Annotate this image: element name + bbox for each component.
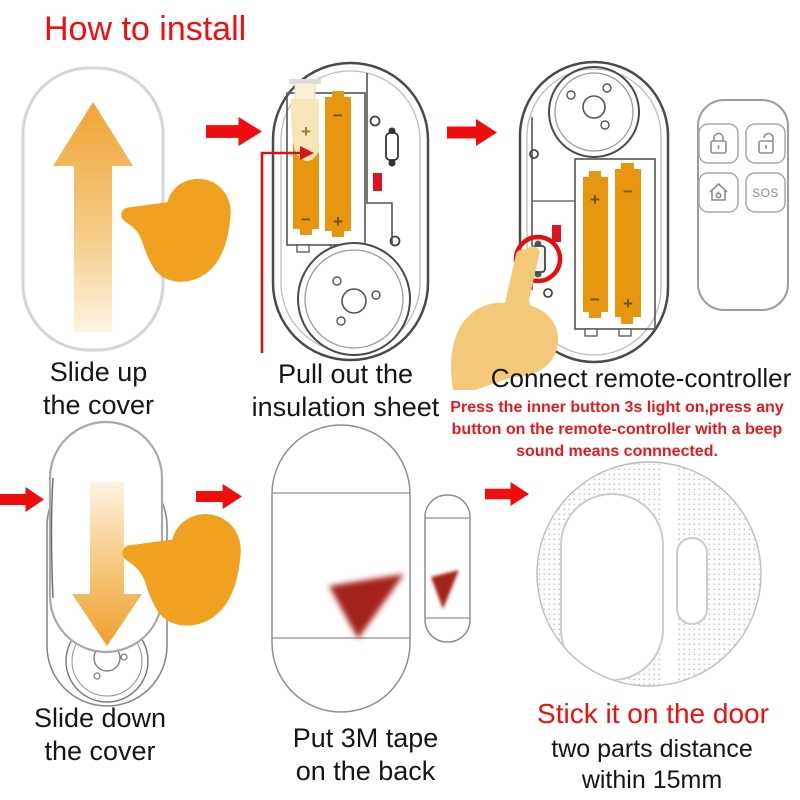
led-icon [552,225,561,242]
step4-caption: Slide down the cover [33,703,167,766]
hand-icon [121,178,231,282]
red-arrow-icon [0,487,44,512]
step5-illustration [271,424,471,713]
pairing-button [531,240,546,278]
side-switch [385,127,399,167]
device-back-shape [46,465,168,707]
magnet-shape [676,537,708,625]
highlight-circle [513,234,563,284]
step5-caption: Put 3M tape on the back [292,723,439,786]
battery-icon: − + [615,163,641,324]
door-gap [662,463,678,685]
tape-triangle-icon [431,570,459,609]
down-arrow-icon [72,482,142,646]
step1-illustration [21,66,231,352]
sensor-body-shape [560,493,664,681]
page-title: How to install [44,10,247,48]
tape-triangle-icon [329,574,404,639]
remote-body [697,99,789,311]
sos-button-label: SOS [752,186,779,200]
battery-bay [574,158,656,330]
svg-text:+: + [590,190,600,209]
step6-illustration [536,461,762,687]
home-icon [709,182,728,201]
battery-icon: + − [583,171,608,318]
red-arrow-icon [485,482,529,506]
speaker-icon [65,619,149,703]
step3-note: Press the inner button 3s light on,press… [450,399,784,460]
sos-button [745,172,786,213]
unlock-icon [758,132,774,154]
led-icon [373,173,382,191]
svg-text:−: − [333,106,343,125]
step2-illustration: − − + + [271,61,430,362]
insulation-sheet: + [289,79,321,162]
device-back-shape [518,60,670,364]
step3-illustration: + − − + [451,60,670,390]
cover-shape [21,66,165,352]
speaker-icon [297,242,411,356]
screw-icon [389,235,401,247]
step6-caption-highlight: Stick it on the door [537,698,769,729]
step4-illustration [46,420,241,707]
red-arrow-icon [447,119,497,146]
battery-icon: − + [325,91,351,237]
screw-icon [529,149,539,159]
step1-caption: Slide up the cover [42,357,155,420]
step3-caption: Connect remote-controller [490,363,792,393]
svg-text:+: + [333,212,343,231]
sensor-body-shape [271,424,411,713]
lock-icon [710,132,727,154]
battery-bay [286,92,366,246]
speaker-icon [548,66,640,158]
pointer-line-icon [260,146,314,353]
step6-caption: two parts distance within 15mm [551,735,753,794]
svg-text:−: − [301,210,311,229]
screw-icon [369,115,381,127]
door-zoom-circle [536,461,762,687]
red-arrow-icon [206,117,262,146]
screw-icon [543,288,553,298]
device-back-shape [271,61,430,362]
svg-text:+: + [301,122,311,141]
magnet-shape [424,494,471,643]
battery-icon: − [293,101,319,235]
up-arrow-icon [53,102,133,332]
step2-caption: Pull out the insulation sheet [251,359,440,422]
disarm-button [745,123,786,164]
svg-text:−: − [590,290,600,309]
hand-icon [122,514,241,626]
red-arrow-icon [196,484,242,509]
home-arm-button [698,172,739,213]
cover-shape [48,420,164,654]
remote-control-illustration: SOS [697,99,789,311]
svg-text:−: − [623,182,633,201]
arm-button [698,123,739,164]
svg-text:+: + [623,294,633,313]
